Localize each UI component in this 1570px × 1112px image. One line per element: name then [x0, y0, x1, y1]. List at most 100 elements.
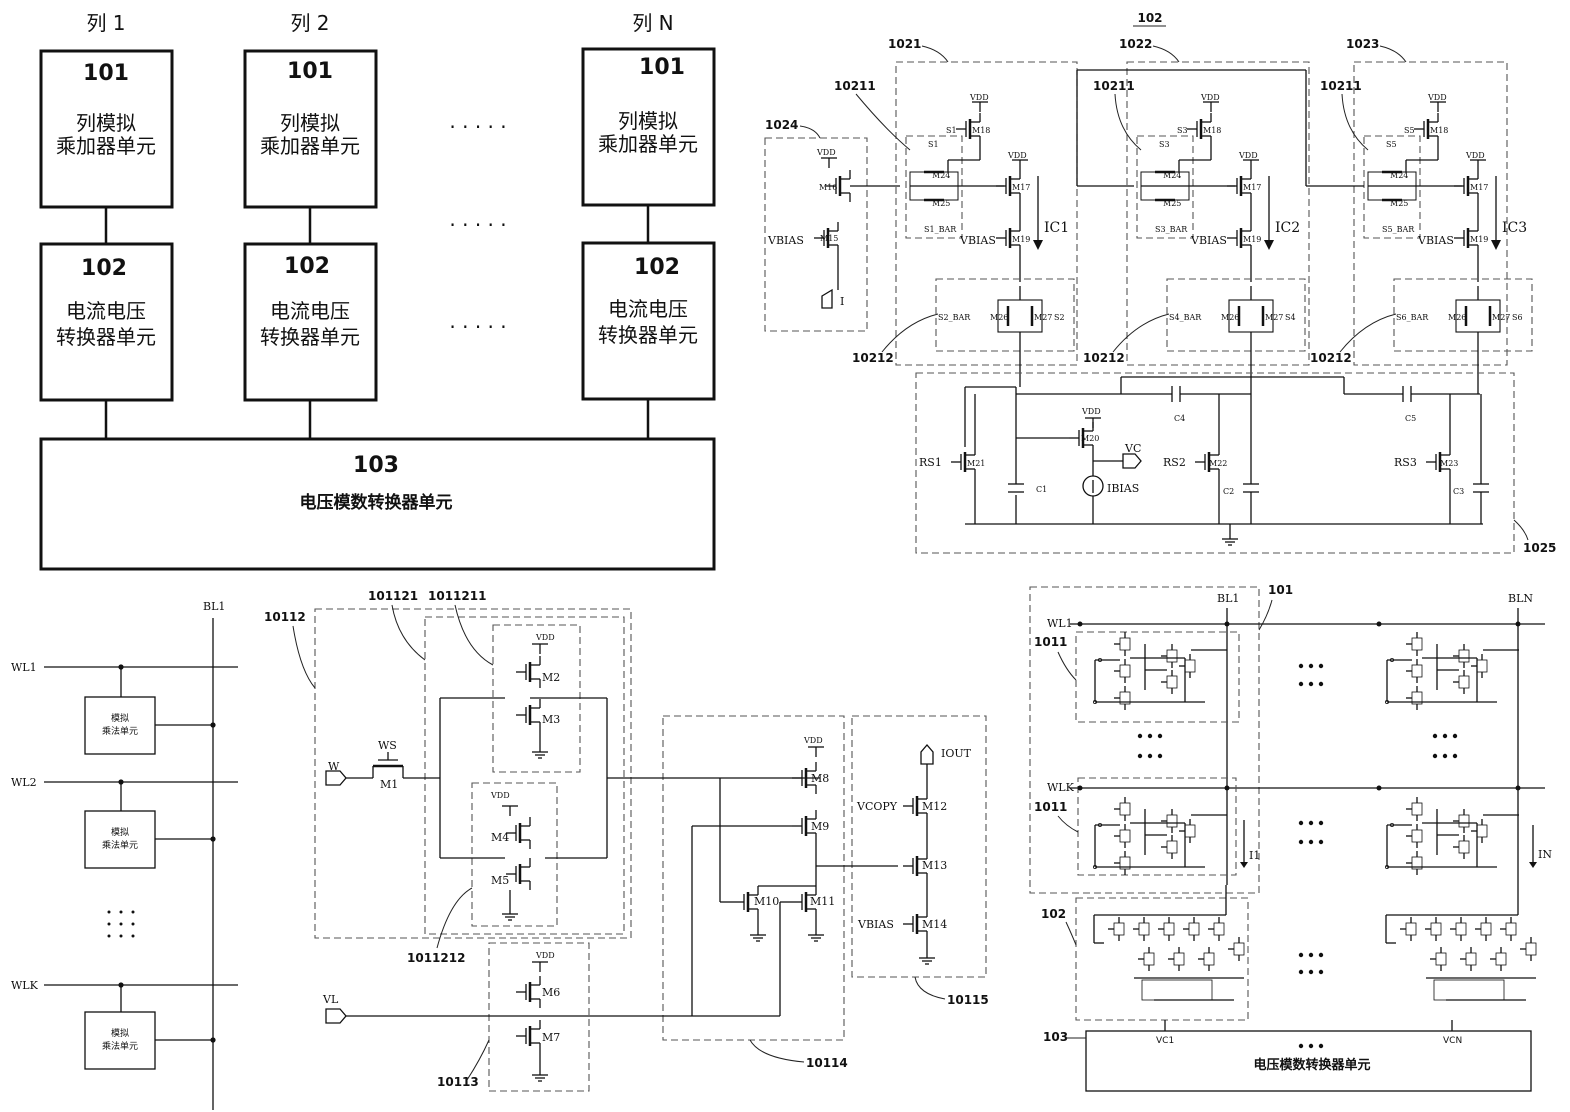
w-input-label: W — [328, 760, 340, 773]
mult-block-text: 乘加器单元 — [56, 134, 156, 158]
capacitor-label: C2 — [1223, 487, 1234, 496]
transistor-label: M18 — [1203, 126, 1221, 135]
reset-signal: RS3 — [1394, 456, 1417, 469]
conv-block-number: 102 — [634, 255, 680, 280]
transistor-label: M17 — [1012, 183, 1030, 192]
ref-switch-box: 10211 — [1320, 79, 1362, 93]
ref-diff-box: 10212 — [1310, 351, 1352, 365]
ref-cell-a: 1011 — [1034, 635, 1067, 649]
transistor-label: M24 — [932, 171, 950, 180]
switch-signal-bar: S5_BAR — [1382, 225, 1415, 234]
ref-outer: 10112 — [264, 610, 306, 624]
transistor-label: M4 — [491, 831, 509, 844]
transistor-label: M5 — [491, 874, 509, 887]
ref-stage: 1021 — [888, 37, 921, 51]
mult-block-text: 乘加器单元 — [598, 132, 698, 156]
mult-block-number: 101 — [83, 61, 129, 86]
transistor-label: M17 — [1470, 183, 1488, 192]
mult-cell-text: 模拟 — [111, 712, 129, 724]
ref-input-stage: 1024 — [765, 118, 798, 132]
switch-signal: S1 — [928, 140, 939, 149]
vdd-label: VDD — [1200, 93, 1220, 102]
transistor-label: M18 — [972, 126, 990, 135]
bitline-label: BL1 — [203, 600, 225, 613]
ref-converter: 102 — [1041, 907, 1066, 921]
mult-block-text: 列模拟 — [76, 111, 136, 135]
cap-c4: C4 — [1174, 414, 1185, 423]
vdd-label: VDD — [1007, 151, 1027, 160]
panel-e-array-overview: 101 BL1 BLN WL1 WLK 1011 1011 I1 IN 102 … — [1029, 583, 1552, 1092]
transistor-label: M26 — [1448, 313, 1466, 322]
ref-mirror: 10114 — [806, 1056, 848, 1070]
ref-diff-box: 10212 — [852, 351, 894, 365]
transistor-label: M18 — [1430, 126, 1448, 135]
vdd-label: VDD — [969, 93, 989, 102]
panel-b-title: 102 — [1137, 11, 1162, 25]
wordline-label: WL2 — [11, 776, 37, 789]
switch-signal-bar: S3_BAR — [1155, 225, 1188, 234]
ws-label: WS — [378, 739, 397, 752]
column-header-1: 列 1 — [86, 11, 125, 35]
switch-signal: S3 — [1159, 140, 1170, 149]
vdd-label: VDD — [1465, 151, 1485, 160]
transistor-label: M7 — [542, 1031, 560, 1044]
current-label: IC3 — [1502, 220, 1527, 236]
mult-block-coln — [581, 47, 716, 207]
vc1-label: VC1 — [1156, 1036, 1174, 1046]
switch-signal: S1 — [946, 126, 957, 135]
panel-a-block-diagram: 列 1 列 2 列 N 101 列模拟 乘加器单元 102 电流电压 转换器单元… — [39, 11, 716, 571]
vdd-label: VDD — [1427, 93, 1447, 102]
transistor-label: M22 — [1209, 459, 1227, 468]
switch-signal: S6 — [1512, 313, 1523, 322]
conv-block-text: 电流电压 — [270, 299, 350, 323]
ellipsis: · · · · · — [449, 213, 506, 237]
transistor-label: M12 — [922, 800, 947, 813]
transistor-label: M21 — [967, 459, 985, 468]
transistor-label: M14 — [922, 918, 947, 931]
vbias-label: VBIAS — [767, 234, 804, 247]
iout-label: IOUT — [941, 747, 972, 760]
adc-block-number: 103 — [353, 453, 399, 478]
transistor-label: M19 — [1243, 235, 1261, 244]
ref-latch-bot: 1011212 — [407, 951, 465, 965]
conv-block-text: 电流电压 — [608, 297, 688, 321]
switch-signal: S5 — [1404, 126, 1415, 135]
current-label: IC1 — [1044, 220, 1069, 236]
mult-cell-text: 乘法单元 — [102, 839, 138, 851]
bl1-label: BL1 — [1217, 592, 1239, 605]
wordline-label: WL1 — [11, 661, 37, 674]
wordline-label: WLK — [11, 979, 39, 992]
conv-block-text: 电流电压 — [66, 299, 146, 323]
vdd-label: VDD — [1238, 151, 1258, 160]
transistor-label: M23 — [1440, 459, 1458, 468]
conv-block-text: 转换器单元 — [56, 325, 156, 349]
vdd-label: VDD — [535, 951, 555, 960]
mult-cell-box — [84, 810, 156, 869]
ref-diff-box: 10212 — [1083, 351, 1125, 365]
adc-unit-text: 电压模数转换器单元 — [1253, 1057, 1370, 1073]
ref-array: 101 — [1268, 583, 1293, 597]
transistor-label: M1 — [380, 778, 398, 791]
capacitor-label: C1 — [1036, 485, 1047, 494]
bln-label: BLN — [1508, 592, 1533, 605]
transistor-m15: M15 — [820, 234, 838, 243]
transistor-label: M2 — [542, 671, 560, 684]
ref-adc: 103 — [1043, 1030, 1068, 1044]
mult-cell-text: 模拟 — [111, 1027, 129, 1039]
wlk-label: WLK — [1047, 781, 1075, 794]
mult-cell-text: 乘法单元 — [102, 725, 138, 737]
mult-block-col1 — [39, 49, 174, 209]
ref-stage: 1023 — [1346, 37, 1379, 51]
column-header-n: 列 N — [632, 11, 673, 35]
column-header-2: 列 2 — [290, 11, 329, 35]
reset-signal: RS2 — [1163, 456, 1186, 469]
conv-block-coln — [581, 241, 716, 401]
transistor-label: M27 — [1492, 313, 1510, 322]
transistor-label: M26 — [990, 313, 1008, 322]
vbias-label: VBIAS — [1417, 234, 1454, 247]
switch-signal-bar: S6_BAR — [1396, 313, 1429, 322]
cap-c5: C5 — [1405, 414, 1416, 423]
ref-stage: 1022 — [1119, 37, 1152, 51]
switch-signal-bar: S1_BAR — [924, 225, 957, 234]
